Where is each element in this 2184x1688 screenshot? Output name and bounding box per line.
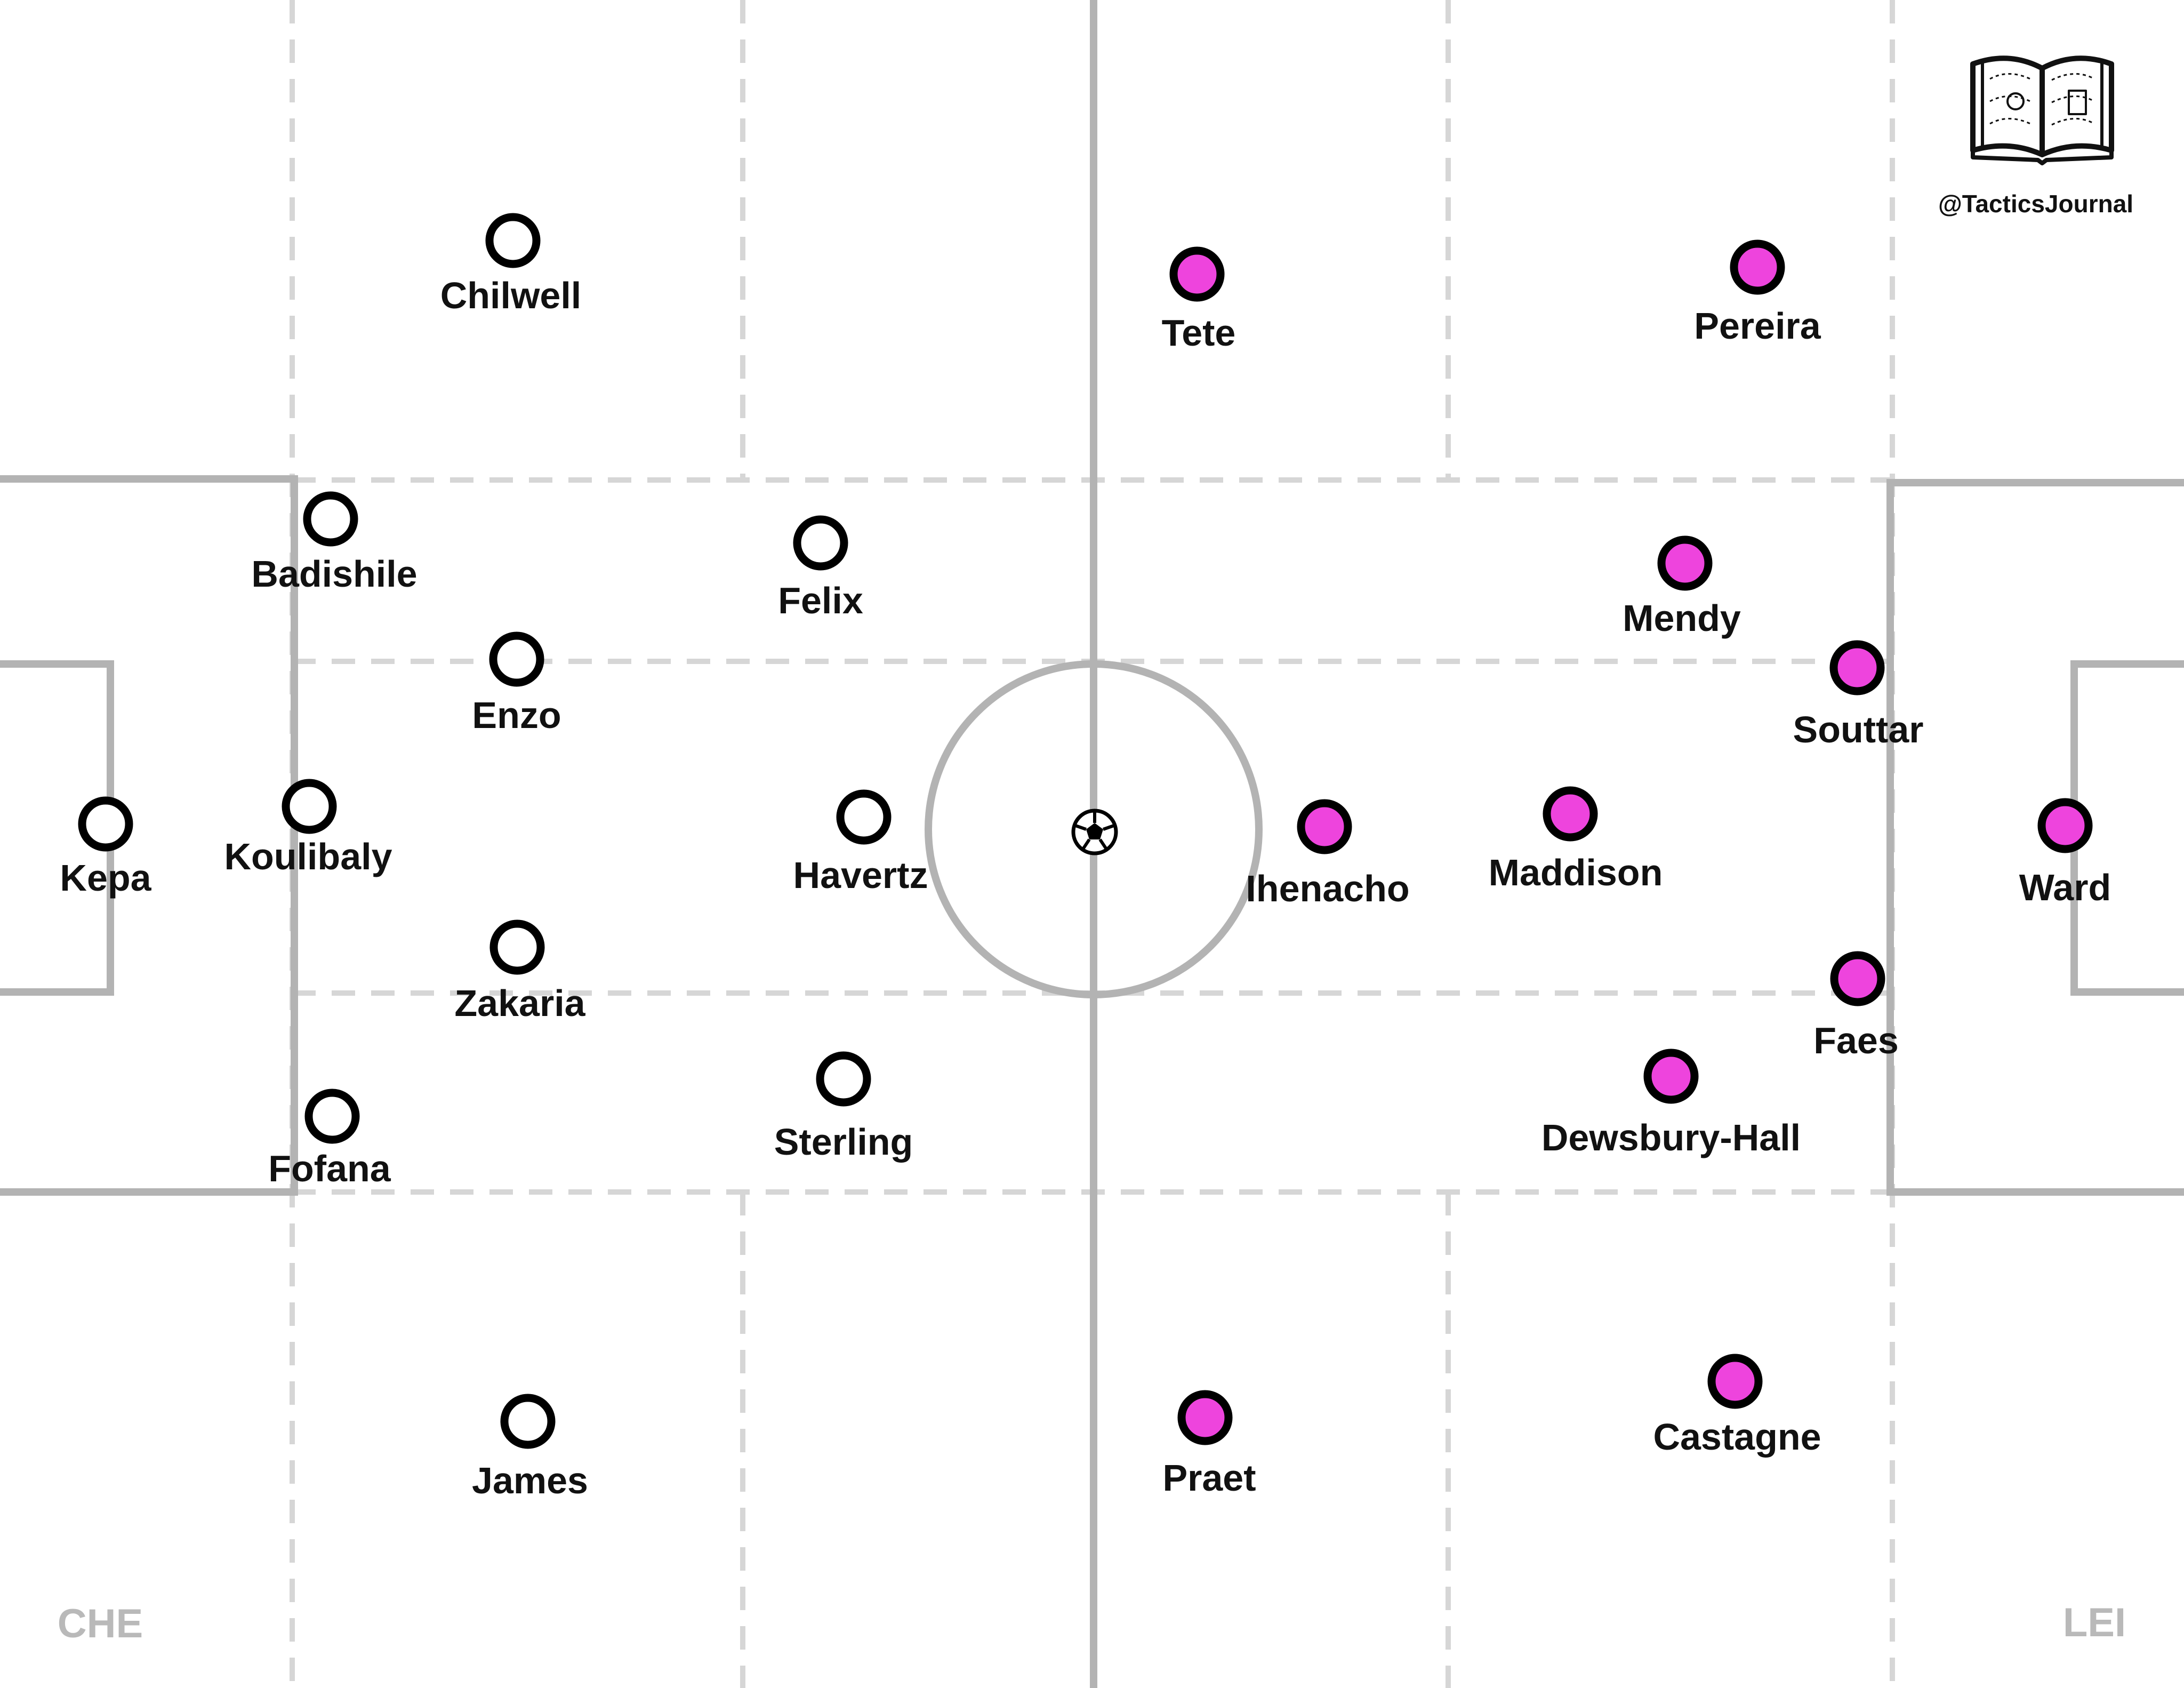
player-ihenacho: Ihenacho <box>1246 799 1410 909</box>
player-marker <box>489 631 544 687</box>
brand-handle: @TacticsJournal <box>1938 190 2133 218</box>
player-marker <box>1830 951 1885 1006</box>
player-name-label: Chilwell <box>440 275 581 316</box>
player-dewsbury-hall: Dewsbury-Hall <box>1541 1049 1801 1158</box>
player-name-label: Fofana <box>268 1148 391 1189</box>
player-james: James <box>472 1394 588 1501</box>
player-name-label: Castagne <box>1653 1416 1821 1458</box>
player-name-label: Havertz <box>793 854 928 896</box>
player-name-label: Zakaria <box>454 982 585 1024</box>
player-name-label: Dewsbury-Hall <box>1541 1117 1801 1158</box>
soccer-ball-icon <box>1071 809 1118 855</box>
player-marker <box>1829 640 1885 695</box>
player-koulibaly: Koulibaly <box>224 779 392 877</box>
player-badishile: Badishile <box>251 491 417 595</box>
player-marker <box>78 796 133 852</box>
player-sterling: Sterling <box>774 1051 913 1163</box>
player-marker <box>1643 1049 1699 1104</box>
player-faes: Faes <box>1813 951 1899 1061</box>
open-book-pitch-icon <box>1970 55 2114 165</box>
player-name-label: James <box>472 1460 588 1501</box>
player-marker <box>2037 798 2093 853</box>
player-marker <box>500 1394 556 1449</box>
player-name-label: Kepa <box>60 857 151 899</box>
player-marker <box>1543 786 1598 842</box>
player-praet: Praet <box>1162 1390 1256 1499</box>
player-havertz: Havertz <box>793 789 928 896</box>
player-souttar: Souttar <box>1793 640 1924 750</box>
player-name-label: Ward <box>2019 867 2111 908</box>
player-kepa: Kepa <box>60 796 152 899</box>
player-marker <box>816 1051 871 1107</box>
player-pereira: Pereira <box>1694 239 1821 347</box>
player-marker <box>1297 799 1352 854</box>
player-marker <box>793 515 848 571</box>
penalty-box-left <box>0 475 298 1196</box>
player-name-label: Enzo <box>472 694 561 736</box>
player-enzo: Enzo <box>472 631 561 736</box>
player-marker <box>1169 246 1225 302</box>
player-name-label: Maddison <box>1489 852 1663 893</box>
player-name-label: Tete <box>1162 312 1236 354</box>
player-ward: Ward <box>2019 798 2111 908</box>
player-castagne: Castagne <box>1653 1354 1821 1458</box>
player-name-label: Souttar <box>1793 709 1924 750</box>
away-team-label: LEI <box>2063 1600 2126 1645</box>
player-fofana: Fofana <box>268 1089 391 1189</box>
player-marker <box>485 213 541 268</box>
player-name-label: Faes <box>1813 1020 1899 1061</box>
player-tete: Tete <box>1162 246 1236 354</box>
centre-circle <box>925 660 1263 998</box>
home-team-label: CHE <box>58 1601 143 1646</box>
player-name-label: Koulibaly <box>224 836 392 877</box>
player-marker <box>304 1089 360 1144</box>
player-name-label: Sterling <box>774 1121 913 1163</box>
player-mendy: Mendy <box>1623 535 1741 639</box>
player-marker <box>1657 535 1713 591</box>
player-name-label: Praet <box>1162 1457 1256 1499</box>
player-name-label: Mendy <box>1623 597 1741 639</box>
penalty-box-right <box>1886 479 2184 1196</box>
player-name-label: Badishile <box>251 553 417 595</box>
player-marker <box>489 919 545 975</box>
player-name-label: Ihenacho <box>1246 868 1409 909</box>
player-chilwell: Chilwell <box>440 213 581 316</box>
player-name-label: Felix <box>778 580 863 621</box>
player-marker <box>1730 239 1785 295</box>
player-felix: Felix <box>778 515 863 621</box>
player-marker <box>836 789 892 845</box>
player-name-label: Pereira <box>1694 305 1821 347</box>
player-maddison: Maddison <box>1489 786 1663 893</box>
player-marker <box>282 779 337 834</box>
player-marker <box>303 491 358 547</box>
player-zakaria: Zakaria <box>454 919 586 1024</box>
player-marker <box>1177 1390 1233 1445</box>
player-marker <box>1707 1354 1763 1409</box>
